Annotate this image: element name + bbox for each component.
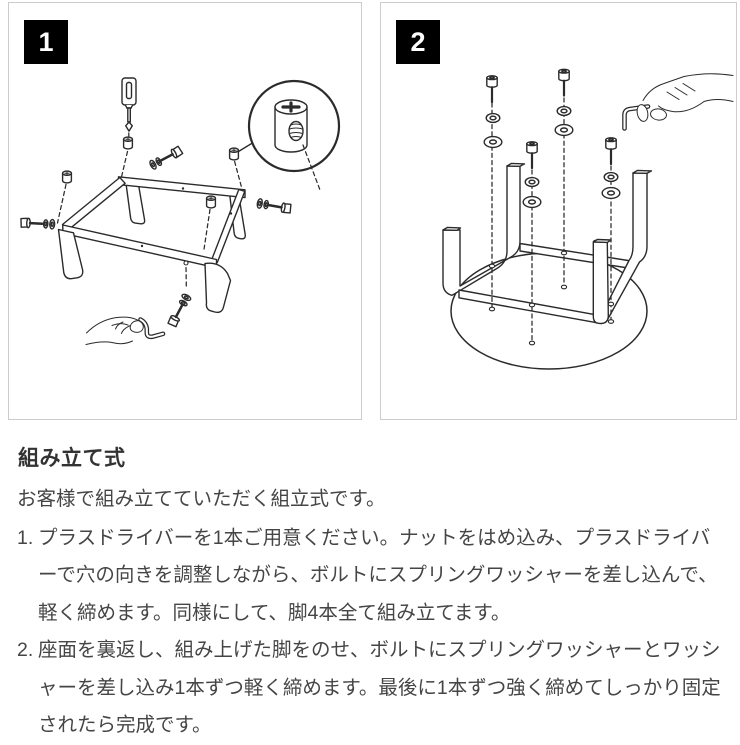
assembly-diagrams: 1 — [8, 2, 737, 420]
section-title: 組み立て式 — [18, 447, 126, 470]
step-2-badge: 2 — [396, 20, 440, 64]
bolts-with-washers — [19, 144, 293, 329]
bolts-with-washers — [483, 68, 621, 209]
step-1-item: 1. プラスドライバーを1本ご用意ください。ナットをはめ込み、プラスドライバーで… — [17, 520, 722, 633]
assembly-step-1-panel: 1 — [8, 2, 362, 420]
seat-attachment-diagram — [442, 68, 734, 370]
step-2-marker: 2. — [17, 639, 34, 662]
step-1-badge: 1 — [24, 20, 68, 64]
leg-frame — [57, 176, 246, 314]
step-2-text: 座面を裏返し、組み上げた脚をのせ、ボルトにスプリングワッシャーとワッシャーを差し… — [38, 639, 721, 737]
hand-hex-key-icon — [622, 73, 734, 131]
barrel-nuts-and-guides — [56, 132, 243, 253]
hand-hex-key-icon — [85, 316, 166, 345]
assembly-instructions-section: 組み立て式 お客様で組み立てていただく組立式です。 1. プラスドライバーを1本… — [17, 446, 722, 745]
step-1-text: プラスドライバーを1本ご用意ください。ナットをはめ込み、プラスドライバーで穴の向… — [38, 526, 718, 624]
assembly-step-2-panel: 2 — [380, 2, 737, 420]
step-2-item: 2. 座面を裏返し、組み上げた脚をのせ、ボルトにスプリングワッシャーとワッシャー… — [17, 632, 722, 745]
intro-text: お客様で組み立てていただく組立式です。 — [17, 488, 386, 511]
barrel-nut-magnifier-detail — [237, 79, 341, 191]
step-list: 1. プラスドライバーを1本ご用意ください。ナットをはめ込み、プラスドライバーで… — [17, 520, 722, 745]
leg-frame-assembly-diagram — [19, 77, 341, 345]
phillips-screwdriver-icon — [121, 77, 137, 132]
step-1-marker: 1. — [17, 526, 34, 549]
